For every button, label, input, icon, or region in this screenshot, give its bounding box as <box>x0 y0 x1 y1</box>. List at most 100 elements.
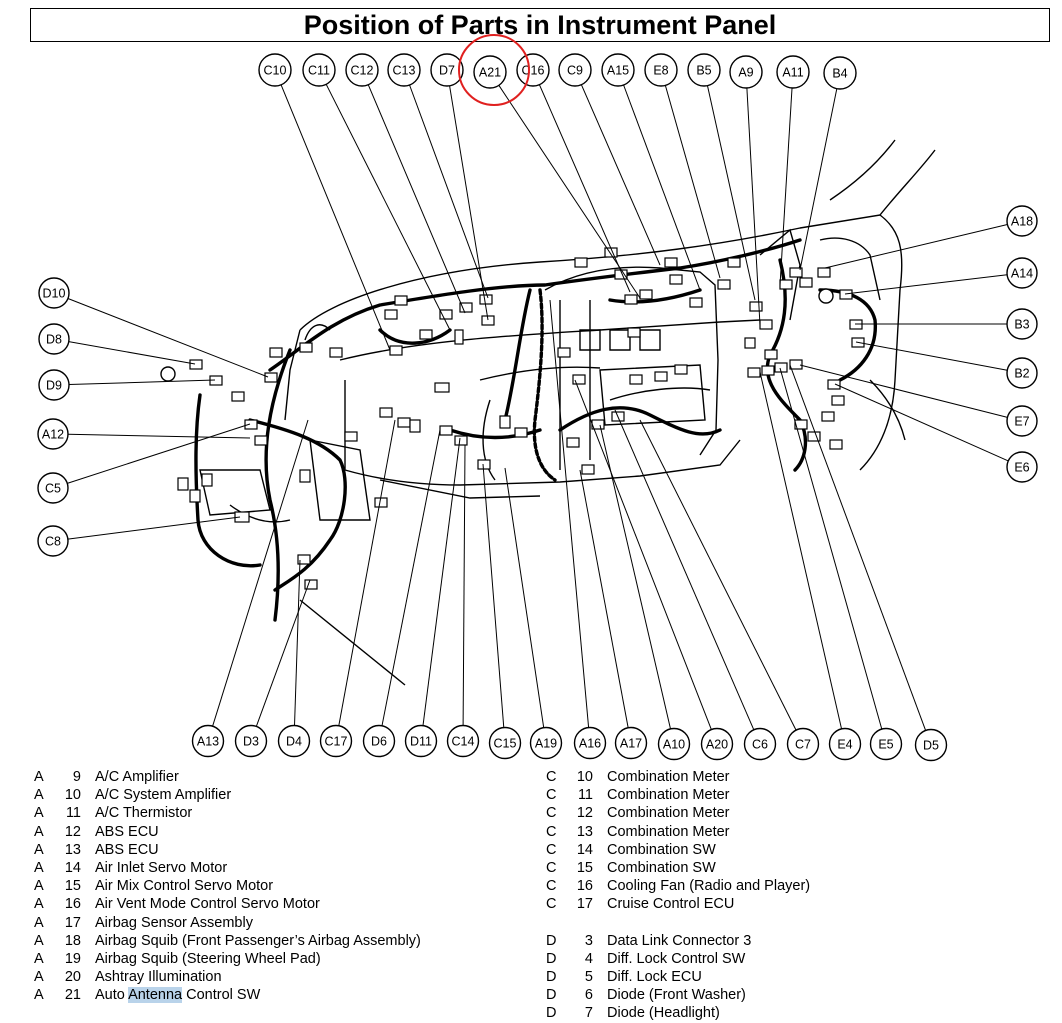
callout-text: A19 <box>535 737 557 751</box>
callout-circle <box>869 727 903 761</box>
callout-text: E5 <box>878 738 893 752</box>
callout-circle <box>558 53 592 87</box>
legend-part-name: Diode (Front Washer) <box>607 987 746 1004</box>
leader-line <box>580 84 661 266</box>
legend-part-name: Combination SW <box>607 859 716 876</box>
callout-text: D7 <box>439 64 455 78</box>
callout-circle <box>743 727 777 761</box>
callout-circle <box>1006 357 1038 389</box>
leader-line <box>549 299 590 728</box>
legend-number: 17 <box>576 896 593 913</box>
legend-letter: A <box>34 859 44 876</box>
leader-line <box>462 444 466 726</box>
callout-text: A10 <box>663 738 685 752</box>
leader-line <box>799 364 1008 418</box>
leader-line <box>579 469 629 728</box>
callout-circle <box>516 53 550 87</box>
callout-circle <box>601 53 635 87</box>
callout-a18: A18 <box>1006 205 1038 237</box>
callout-d5: D5 <box>914 728 948 762</box>
callout-e8: E8 <box>644 53 678 87</box>
leader-line <box>759 371 843 730</box>
callout-text: A18 <box>1011 215 1033 229</box>
callout-c14: C14 <box>446 724 480 758</box>
callout-e7: E7 <box>1006 405 1038 437</box>
legend-number: 6 <box>584 987 593 1004</box>
legend-gap <box>546 914 810 932</box>
callout-text: C5 <box>45 482 61 496</box>
leader-line <box>639 419 797 731</box>
legend-row: D 6 Diode (Front Washer) <box>546 986 810 1004</box>
leader-line <box>599 424 671 730</box>
callout-circle <box>1006 405 1038 437</box>
callout-circle <box>234 724 268 758</box>
callout-text: C17 <box>325 735 348 749</box>
legend-part-name: Diff. Lock ECU <box>607 969 702 986</box>
callout-circle <box>191 724 225 758</box>
legend-part-name: Data Link Connector 3 <box>607 932 752 949</box>
leader-line <box>294 559 301 726</box>
legend-part-name-post: Control SW <box>182 987 261 1004</box>
callout-circle <box>319 724 353 758</box>
callout-text: B3 <box>1014 318 1029 332</box>
callout-circle <box>277 724 311 758</box>
leader-line <box>746 87 761 326</box>
leader-line <box>67 298 269 378</box>
callout-text: D5 <box>923 739 939 753</box>
callout-d11: D11 <box>404 724 438 758</box>
legend-part-name: Combination Meter <box>607 769 730 785</box>
legend-letter: D <box>546 987 557 1004</box>
callout-circle <box>302 53 336 87</box>
callout-circle <box>473 55 507 89</box>
callout-b4: B4 <box>823 56 857 90</box>
legend-part-name: Ashtray Illumination <box>95 969 222 986</box>
callout-text: B2 <box>1014 367 1029 381</box>
legend-part-name: Diode (Headlight) <box>607 1005 720 1022</box>
callout-circle <box>776 55 810 89</box>
leader-lines <box>67 84 1009 731</box>
callout-circle <box>700 727 734 761</box>
leader-line <box>67 423 251 484</box>
callout-e4: E4 <box>828 727 862 761</box>
legend-letter: A <box>34 987 44 1004</box>
legend-part-name: Cruise Control ECU <box>607 896 735 913</box>
legend-number: 5 <box>584 969 593 986</box>
callout-text: C6 <box>752 738 768 752</box>
wire-harness <box>194 238 877 622</box>
legend-part-name: Auto Antenna Control SW <box>95 986 260 1004</box>
callout-circle <box>488 726 522 760</box>
legend-number: 16 <box>64 896 81 913</box>
legend-letter: A <box>34 805 44 822</box>
callout-b3: B3 <box>1006 308 1038 340</box>
leader-line <box>338 419 396 726</box>
leader-line <box>68 379 216 386</box>
callout-text: A20 <box>706 738 728 752</box>
callout-circle <box>529 726 563 760</box>
legend-part-name: A/C Amplifier <box>95 769 179 785</box>
callout-text: A11 <box>782 66 803 80</box>
callout-d3: D3 <box>234 724 268 758</box>
callout-circle <box>362 724 396 758</box>
callout-text: A14 <box>1011 267 1033 281</box>
leader-line <box>498 85 641 299</box>
callout-text: A16 <box>579 737 601 751</box>
callout-text: D3 <box>243 735 259 749</box>
page-title: Position of Parts in Instrument Panel <box>303 10 777 40</box>
callout-a16: A16 <box>573 726 607 760</box>
callout-circle <box>404 724 438 758</box>
callout-c7: C7 <box>786 727 820 761</box>
legend-letter: A <box>34 878 44 895</box>
legend-part-name-pre: Auto <box>95 987 129 1004</box>
leader-line <box>504 467 545 728</box>
